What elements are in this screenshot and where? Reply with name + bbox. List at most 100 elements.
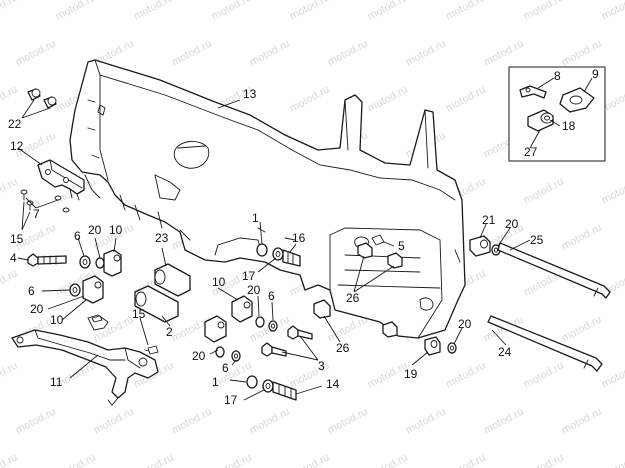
callout-25: 25 xyxy=(530,233,544,247)
callout-1-lower: 1 xyxy=(212,375,219,389)
watermark-text: motod.ru xyxy=(0,268,20,299)
callout-7: 7 xyxy=(33,207,40,221)
watermark-text: motod.ru xyxy=(600,452,625,468)
callout-24: 24 xyxy=(498,345,512,359)
watermark-text: motod.ru xyxy=(132,0,176,23)
watermark-text: motod.ru xyxy=(444,452,488,468)
callout-18: 18 xyxy=(562,119,576,133)
callout-20-right-upper: 20 xyxy=(505,217,519,231)
callout-26-lower: 26 xyxy=(336,341,350,355)
callout-20-center-lower: 20 xyxy=(192,349,206,363)
inner-parts-5-26 xyxy=(313,234,403,338)
watermark-text: motod.ru xyxy=(600,360,625,391)
left-hardware-cluster xyxy=(27,249,122,304)
watermark-text: motod.ru xyxy=(54,452,98,468)
watermark-text: motod.ru xyxy=(560,38,604,69)
watermark-text: motod.ru xyxy=(14,38,58,69)
watermark-text: motod.ru xyxy=(54,0,98,23)
watermark-text: motod.ru xyxy=(560,406,604,437)
watermark-text: motod.ru xyxy=(404,406,448,437)
watermark-text: motod.ru xyxy=(482,406,526,437)
callout-19: 19 xyxy=(404,367,418,381)
watermark-text: motod.ru xyxy=(0,360,20,391)
watermark-text: motod.ru xyxy=(522,0,566,23)
watermark-text: motod.ru xyxy=(210,452,254,468)
bottom-fasteners xyxy=(246,375,297,401)
watermark-text: motod.ru xyxy=(92,406,136,437)
center-lower-cluster xyxy=(204,295,313,362)
watermark-text: motod.ru xyxy=(132,452,176,468)
callout-10-center: 10 xyxy=(212,275,226,289)
callout-12: 12 xyxy=(10,139,24,153)
watermark-text: motod.ru xyxy=(444,360,488,391)
watermark-text: motod.ru xyxy=(326,38,370,69)
watermark-text: motod.ru xyxy=(326,406,370,437)
callout-23: 23 xyxy=(155,231,169,245)
watermark-text: motod.ru xyxy=(366,84,410,115)
watermark-text: motod.ru xyxy=(288,84,332,115)
callout-17-upper: 17 xyxy=(242,269,256,283)
callout-16: 16 xyxy=(292,231,306,245)
watermark-text: motod.ru xyxy=(366,0,410,23)
callout-6-center-upper: 6 xyxy=(268,289,275,303)
callout-6-center-lower: 6 xyxy=(222,361,229,375)
callout-9: 9 xyxy=(592,67,599,81)
callout-26-upper: 26 xyxy=(346,291,360,305)
callout-3: 3 xyxy=(318,359,325,373)
callout-6-left-upper: 6 xyxy=(74,229,81,243)
callout-27: 27 xyxy=(524,145,538,159)
callout-10-left-upper: 10 xyxy=(109,223,123,237)
callout-22: 22 xyxy=(8,117,22,131)
callout-21: 21 xyxy=(482,213,496,227)
callout-5: 5 xyxy=(398,239,405,253)
watermark-text: motod.ru xyxy=(248,38,292,69)
spacers-parts-2-23 xyxy=(134,263,191,323)
watermark-text: motod.ru xyxy=(444,84,488,115)
watermark-text: motod.ru xyxy=(444,0,488,23)
callout-4: 4 xyxy=(10,251,17,265)
callout-10-left-lower: 10 xyxy=(50,313,64,327)
callout-labels: 13 22 12 7 15 4 6 20 10 6 20 10 23 2 15 … xyxy=(8,67,599,407)
watermark-text: motod.ru xyxy=(522,360,566,391)
watermark-text: motod.ru xyxy=(560,314,604,345)
callout-8: 8 xyxy=(554,69,561,83)
bracket-part-12 xyxy=(37,159,85,201)
watermark-text: motod.ru xyxy=(248,406,292,437)
watermark-text: motod.ru xyxy=(404,38,448,69)
watermark-text: motod.ru xyxy=(170,38,214,69)
footrest-bracket-part-11 xyxy=(11,314,159,406)
long-pin-part-24 xyxy=(487,315,603,372)
watermark-text: motod.ru xyxy=(0,176,20,207)
callout-15-lower: 15 xyxy=(132,307,146,321)
watermark-text: motod.ru xyxy=(522,176,566,207)
watermark-text: motod.ru xyxy=(0,84,20,115)
callout-6-left-lower: 6 xyxy=(28,284,35,298)
watermark-text: motod.ru xyxy=(0,452,20,468)
callout-13: 13 xyxy=(243,87,257,101)
callout-20-left-lower: 20 xyxy=(30,302,44,316)
watermark-text: motod.ru xyxy=(14,406,58,437)
watermark-text: motod.ru xyxy=(170,406,214,437)
callout-20-left-upper: 20 xyxy=(88,223,102,237)
watermark-text: motod.ru xyxy=(522,452,566,468)
callout-2: 2 xyxy=(166,325,173,339)
watermark-text: motod.ru xyxy=(288,0,332,23)
watermark-text: motod.ru xyxy=(210,0,254,23)
leader-lines xyxy=(17,77,593,401)
watermark-text: motod.ru xyxy=(288,452,332,468)
callout-17-lower: 17 xyxy=(224,393,238,407)
watermark-text: motod.ru xyxy=(366,452,410,468)
watermark-text: motod.ru xyxy=(0,0,20,23)
long-pin-part-25 xyxy=(497,242,611,299)
screw-part-15-lower xyxy=(91,315,159,355)
spacer-parts-20-21 xyxy=(447,235,501,354)
callout-14: 14 xyxy=(326,377,340,391)
callout-20-right-lower: 20 xyxy=(458,317,472,331)
watermark-text: motod.ru xyxy=(560,222,604,253)
watermark-text: motod.ru xyxy=(600,176,625,207)
bushing-part-19 xyxy=(424,336,441,356)
grommet-part-22 xyxy=(27,88,57,109)
callout-1-upper: 1 xyxy=(252,211,259,225)
callout-15-upper: 15 xyxy=(10,232,24,246)
